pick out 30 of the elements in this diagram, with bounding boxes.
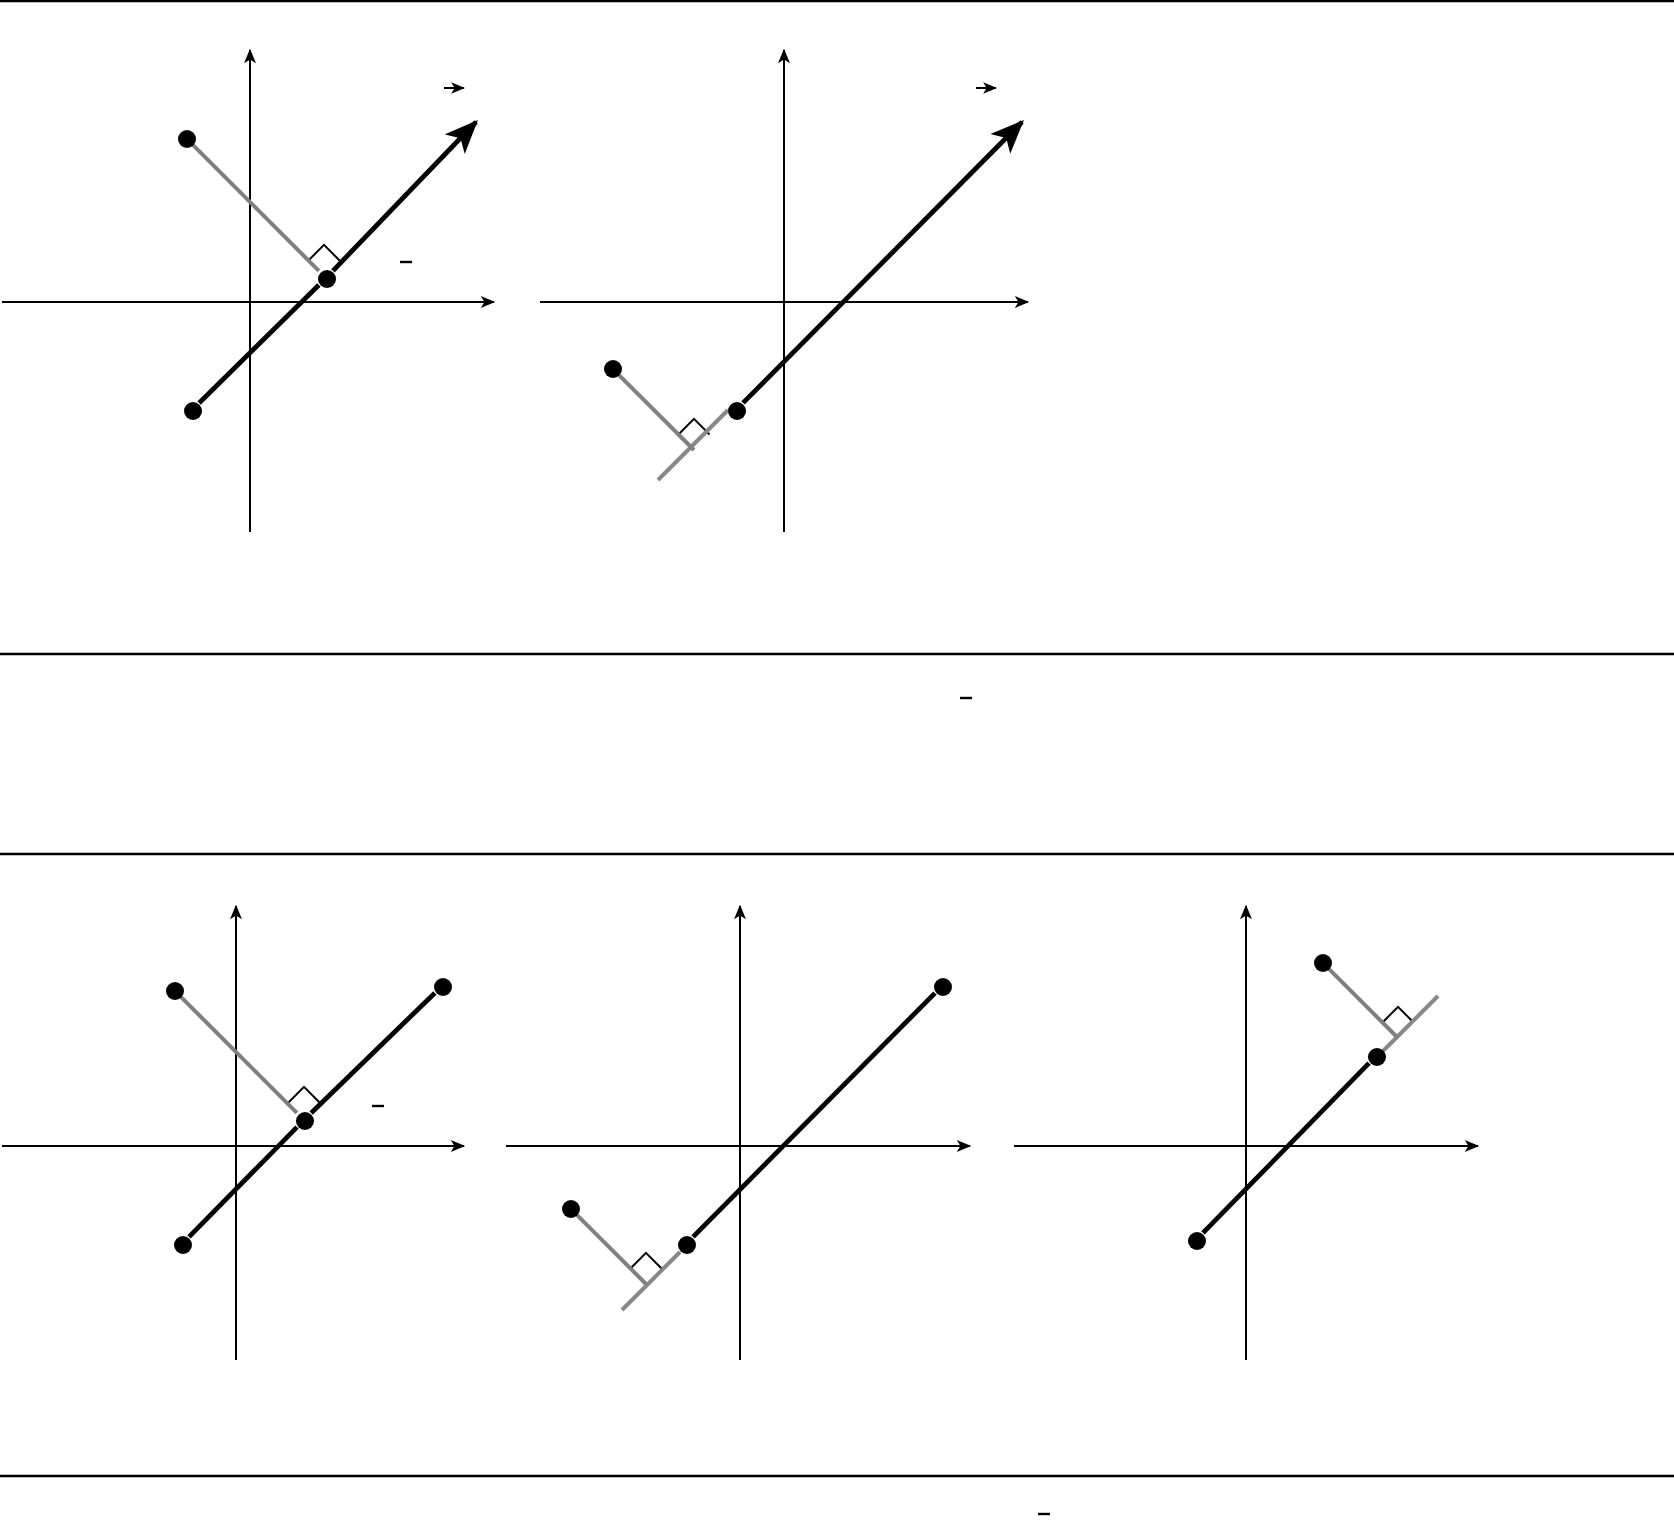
line-segment [191, 143, 321, 273]
point-dot [173, 1235, 191, 1253]
point-dot [295, 1111, 313, 1129]
ray-arrow [331, 120, 478, 273]
point-dot [603, 359, 621, 377]
line-segment [187, 1125, 299, 1239]
point-dot [561, 1199, 579, 1217]
line-segment [1327, 967, 1400, 1040]
ray-arrow [741, 120, 1024, 405]
point-dot [317, 269, 335, 287]
line-segment [197, 283, 321, 405]
extension-line [656, 408, 730, 482]
point-dot [1367, 1047, 1385, 1065]
line-segment [309, 991, 437, 1115]
point-dot [433, 977, 451, 995]
extension-line [1380, 994, 1440, 1054]
line-segment [1201, 1061, 1371, 1235]
extension-line [620, 1250, 682, 1312]
point-dot [177, 129, 195, 147]
point-dot [165, 981, 183, 999]
line-segment [179, 995, 299, 1115]
line-segment [617, 373, 696, 452]
point-dot [727, 401, 745, 419]
point-dot [1187, 1231, 1205, 1249]
line-segment [575, 1213, 648, 1286]
point-dot [933, 977, 951, 995]
point-dot [183, 401, 201, 419]
point-dot [677, 1235, 695, 1253]
line-segment [691, 991, 937, 1239]
point-dot [1313, 953, 1331, 971]
